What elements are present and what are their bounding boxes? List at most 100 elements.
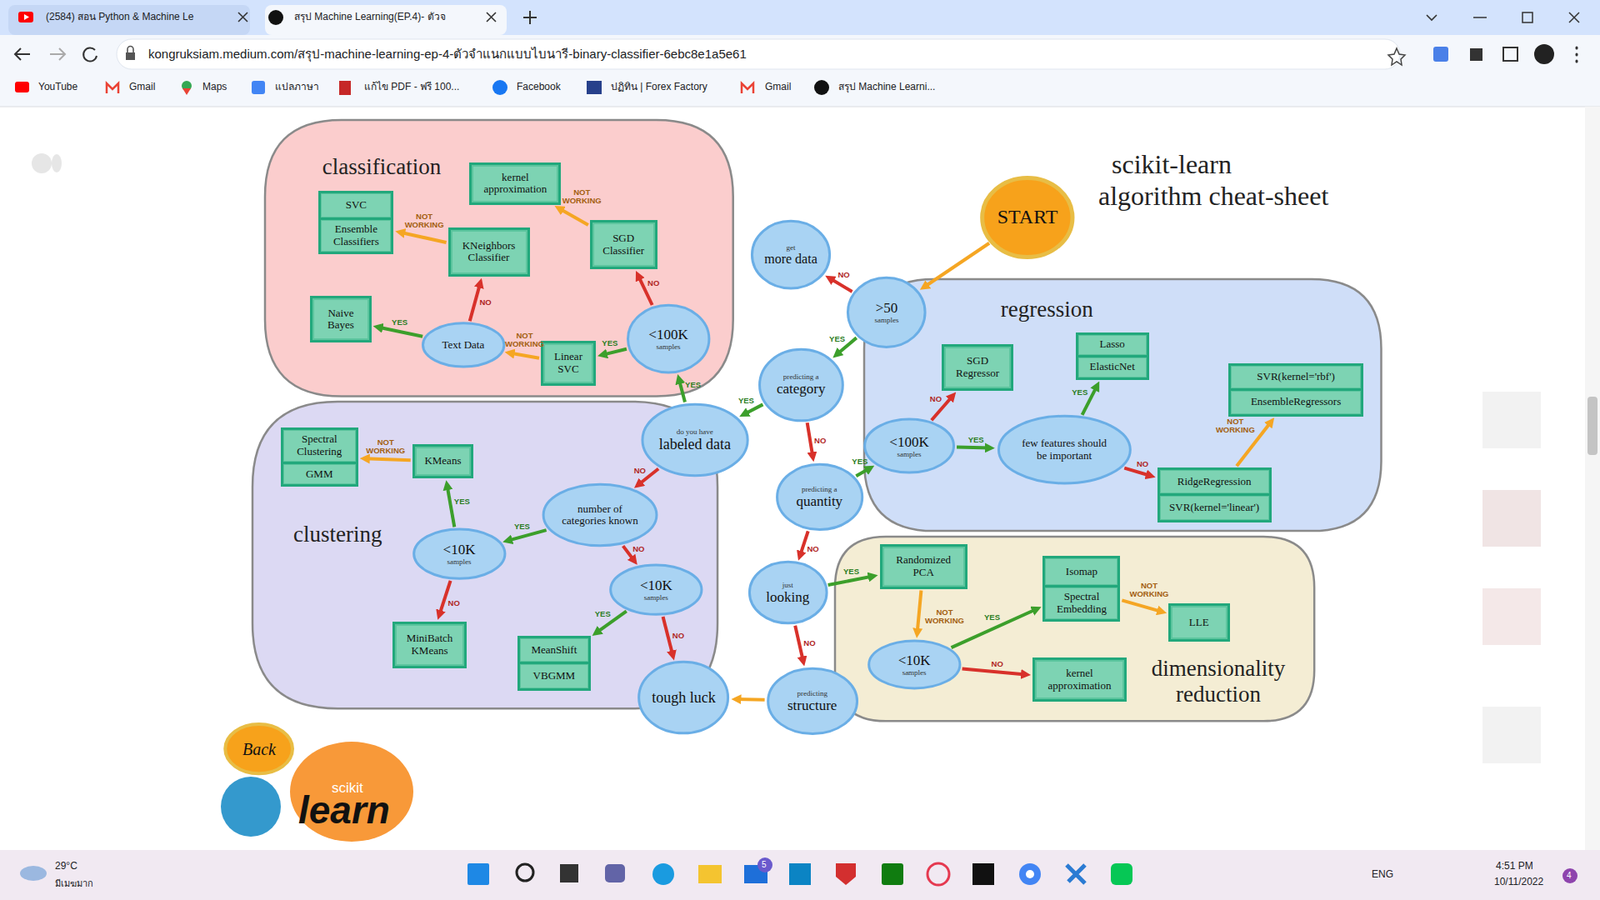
flow-arrow (956, 447, 990, 449)
node-content: Spectral ClusteringGMM (283, 430, 356, 485)
notification-badge (1562, 868, 1578, 884)
taskbar-text-wrap: มีเมฆมาก (55, 878, 94, 890)
node-text: get (764, 243, 818, 252)
taskbar-icon (1019, 863, 1041, 885)
bookmark-label: YouTube (38, 81, 78, 94)
estimator-box: Naive Bayes (310, 295, 371, 343)
taskbar-text: 4:51 PM (1495, 860, 1534, 873)
edge-label: NO (930, 395, 942, 404)
ellipse-shape (639, 662, 729, 735)
estimator-sub-box: SVC (320, 193, 391, 218)
edge-label: NOT WORKING (560, 188, 604, 205)
node-text: tough luck (651, 689, 716, 706)
node-text: VBGMM (533, 670, 576, 683)
node-content: IsomapSpectral Embedding (1045, 558, 1118, 619)
badge-number: 4 (1566, 870, 1572, 881)
bookmark-label-wrap: สรุป Machine Learni... (838, 81, 935, 94)
node-text: KNeighbors Classifier (457, 240, 521, 265)
bookmark-label-wrap: Gmail (765, 81, 791, 94)
logo-blob (220, 776, 281, 837)
edge-label: NO (647, 279, 660, 288)
bookmark-label-wrap: แก้ไข PDF - ฟรี 100... (364, 81, 460, 94)
node-text: Text Data (442, 339, 485, 352)
bookmark-label: แปลภาษา (275, 81, 320, 94)
edge-label: YES (514, 522, 530, 531)
estimator-box: LLE (1168, 603, 1230, 643)
node-content: LLE (1189, 616, 1210, 630)
decision-ellipse: do you havelabeled data (640, 403, 750, 477)
estimator-sub-box: SVR(kernel='linear') (1160, 495, 1270, 520)
badge-number: 5 (761, 860, 767, 870)
edge-label: NOT WORKING (1127, 581, 1171, 599)
region-heading-wrap: dimensionality reduction (1128, 655, 1309, 708)
edge-label: YES (984, 613, 1000, 622)
node-content: SGD Classifier (599, 232, 649, 257)
estimator-group-box: RidgeRegressionSVR(kernel='linear') (1157, 467, 1272, 523)
edge-label-wrap: YES (601, 339, 618, 348)
estimator-sub-box: Spectral Clustering (283, 430, 356, 462)
node-content: predictingstructure (787, 689, 837, 714)
bookmark-label-wrap: Maps (202, 81, 227, 94)
node-text: samples (875, 315, 900, 325)
region-shape (265, 120, 734, 397)
taskbar-text-wrap: 4:51 PM (1495, 860, 1534, 873)
title-wrap: scikit-learn algorithm cheat-sheet (1098, 148, 1336, 213)
taskbar-icon (516, 864, 534, 881)
node-text: structure (787, 697, 837, 714)
edge-label: NOT WORKING (364, 438, 408, 455)
edge-label: NO (479, 298, 491, 307)
tab-title-wrap: (2584) สอน Python & Machine Le (45, 11, 194, 24)
estimator-box: Linear SVC (540, 340, 596, 386)
ellipse-shape (225, 724, 294, 774)
bookmark-icon (106, 83, 119, 94)
badge-number-wrap: 5 (761, 860, 767, 870)
address-url: kongruksiam.medium.com/สรุป-machine-lear… (148, 46, 747, 61)
edge-label: YES (843, 567, 860, 576)
edge-label: YES (738, 396, 755, 405)
edge-label-wrap: YES (514, 522, 530, 531)
region-shape (835, 536, 1315, 721)
decision-ellipse: <10Ksamples (609, 564, 704, 615)
estimator-sub-box: Isomap (1045, 558, 1118, 585)
edge-label-wrap: NO (837, 270, 850, 280)
bookmark-label: Facebook (516, 81, 561, 94)
estimator-box: kernel approximation (1032, 657, 1127, 703)
edge-label: NO (672, 631, 685, 640)
tab-title: (2584) สอน Python & Machine Le (45, 11, 194, 24)
minimize (1473, 16, 1487, 19)
node-content: getmore data (764, 243, 818, 267)
bookmark-label-wrap: Facebook (516, 81, 561, 94)
edge-label: NOT WORKING (922, 608, 966, 625)
estimator-sub-box: Spectral Embedding (1045, 587, 1118, 620)
edge-label: NOT WORKING (402, 212, 446, 230)
decision-ellipse: Text Data (421, 322, 505, 368)
estimator-sub-box: RidgeRegression (1160, 470, 1270, 495)
node-content: Back (242, 740, 276, 759)
bookmark-label: Gmail (765, 81, 791, 94)
edge-label: NOT WORKING (502, 331, 546, 349)
edge-label-wrap: NO (991, 660, 1004, 669)
estimator-group-box: SVR(kernel='rbf')EnsembleRegressors (1228, 363, 1364, 417)
ellipse-shape (848, 277, 926, 347)
node-content: SGD Regressor (950, 355, 1005, 380)
node-content: <10Ksamples (898, 652, 931, 677)
edge-label-wrap: NO (814, 436, 826, 445)
edge-label-wrap: YES (984, 613, 1000, 622)
bookmark-label: สรุป Machine Learni... (838, 81, 935, 94)
bookmark-icon (492, 80, 508, 95)
region-heading: clustering (293, 521, 382, 548)
profile-icon (1534, 44, 1555, 65)
region-heading-wrap: regression (1000, 297, 1094, 324)
taskbar-icon (560, 864, 579, 883)
ellipse-shape (610, 565, 702, 615)
tab (8, 5, 250, 35)
edge-label-wrap: NO (634, 466, 646, 475)
node-content: SVR(kernel='rbf')EnsembleRegressors (1230, 365, 1361, 415)
edge-label: YES (829, 335, 845, 344)
bookmark-label: Gmail (129, 81, 155, 94)
edge-label-wrap: YES (851, 457, 868, 466)
taskbar-text-wrap: 10/11/2022 (1494, 876, 1544, 889)
node-text: Lasso (1100, 338, 1125, 351)
estimator-group-box: Spectral ClusteringGMM (280, 427, 359, 488)
youtube-play (24, 14, 30, 20)
